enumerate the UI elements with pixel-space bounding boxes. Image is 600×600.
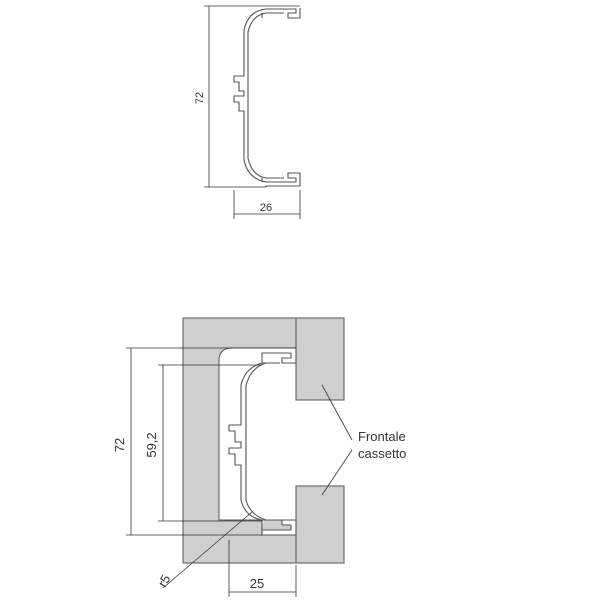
bottom-dim-radius-label: r5 xyxy=(155,572,174,590)
bottom-dim-inner-height-label: 59,2 xyxy=(144,432,159,457)
callout-label-line1: Frontale xyxy=(358,429,406,444)
bottom-dim-width xyxy=(228,540,297,597)
bottom-dim-outer-height-label: 72 xyxy=(112,438,127,452)
bottom-dim-outer-height xyxy=(126,347,296,536)
bottom-dim-width-label: 25 xyxy=(250,576,264,591)
callout-leaders xyxy=(321,384,353,496)
bottom-assembly-drawing: 72 59,2 r5 25 Frontale cassetto xyxy=(112,317,406,597)
top-dim-height xyxy=(204,5,300,188)
drawer-front-panel xyxy=(295,317,345,564)
bottom-dim-inner-height xyxy=(158,364,262,522)
bottom-profile-outline xyxy=(228,348,297,536)
top-profile-outline xyxy=(233,8,301,187)
bottom-dim-radius-leader xyxy=(162,511,253,589)
top-profile-drawing: 72 26 xyxy=(194,5,301,219)
top-dim-width-label: 26 xyxy=(260,202,272,214)
top-dim-height-label: 72 xyxy=(194,92,206,104)
top-dim-width xyxy=(233,190,301,219)
callout-label-line2: cassetto xyxy=(358,446,406,461)
